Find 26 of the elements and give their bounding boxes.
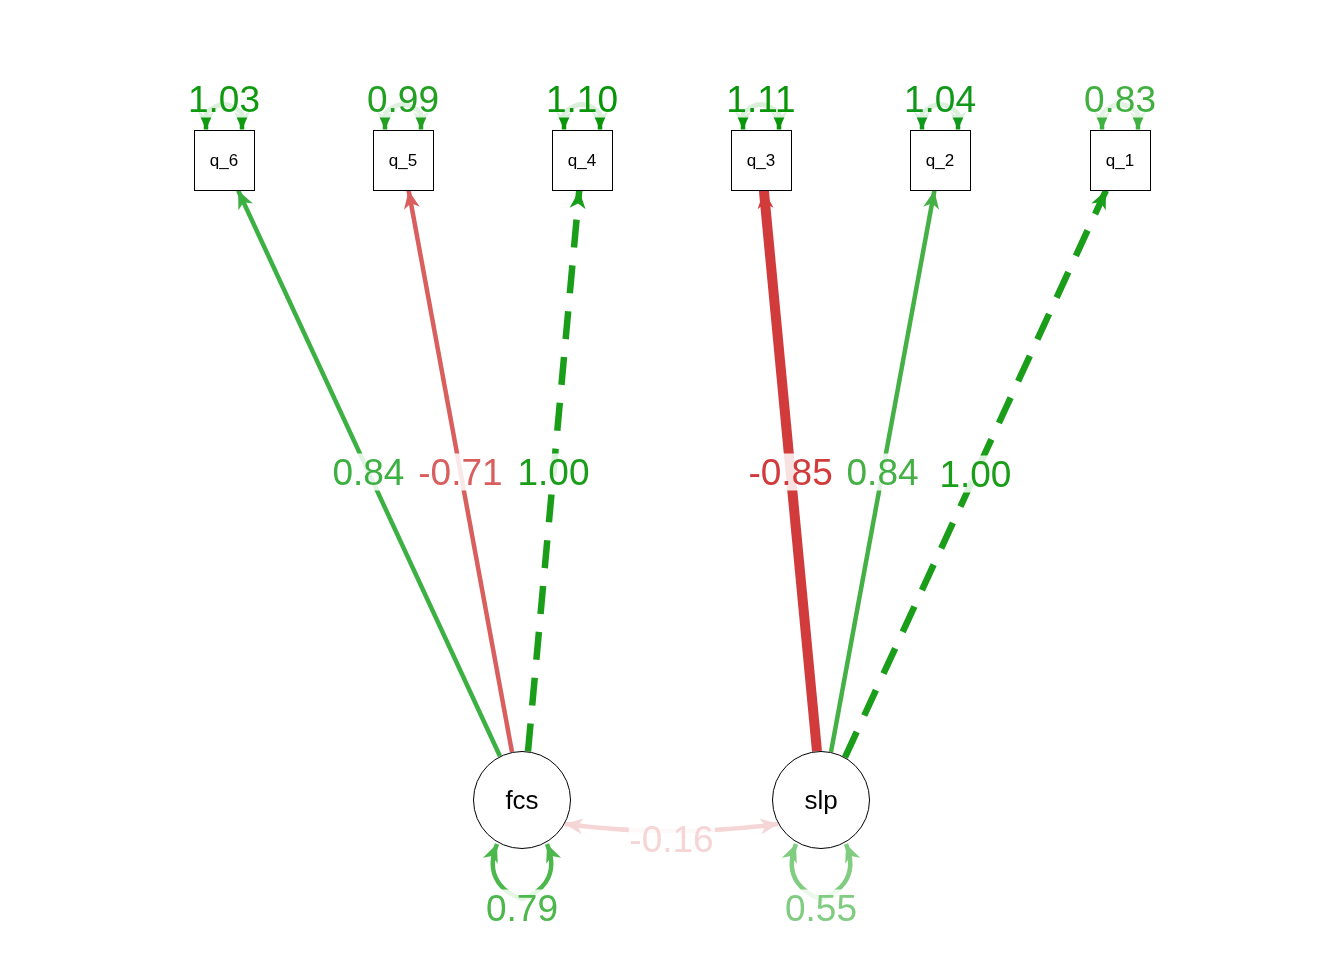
path-arrow [828,190,939,753]
node-label: slp [804,787,838,813]
path-arrow [757,190,822,752]
edge-label: -0.71 [417,453,504,491]
node-label: q_5 [388,151,418,169]
path-arrow [404,190,515,753]
edge-label: 0.84 [845,453,920,491]
observed-variable-box [1089,129,1151,191]
observed-variable-box [193,129,255,191]
path-arrow [524,190,586,752]
latent-variable-circle [772,751,870,849]
node-label: q_4 [567,151,597,169]
node-label: q_2 [925,151,955,169]
node-label: q_6 [209,151,239,169]
node-label: q_1 [1105,151,1135,169]
observed-variable-box [909,129,971,191]
observed-variable-box [730,129,792,191]
path-arrow [842,189,1109,759]
observed-variable-box [551,129,613,191]
observed-variable-box [372,129,434,191]
node-label: q_3 [746,151,776,169]
edge-label: -0.85 [747,453,834,491]
edge-label: 0.84 [331,453,406,491]
latent-variable-circle [473,751,571,849]
node-label: fcs [505,787,539,813]
path-arrow [236,189,503,758]
